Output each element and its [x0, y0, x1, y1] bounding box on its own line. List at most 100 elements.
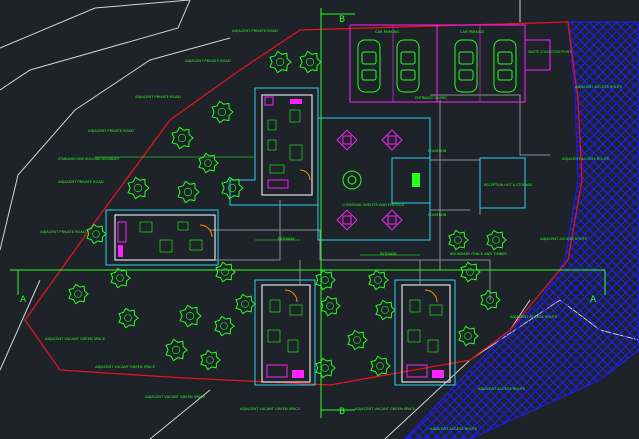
tree-icon: [200, 349, 221, 371]
tree-icon: [118, 307, 139, 329]
reception-label: RECEPTION HUT & STORAGE: [484, 183, 532, 187]
tree-icon: [86, 223, 107, 245]
car-icon: [357, 39, 381, 93]
adjacent-green-label: ADJACENT VACANT GREEN SPACE: [45, 337, 106, 341]
table-set-icon: [336, 129, 358, 151]
section-a-right-label: A: [590, 295, 597, 305]
tree-icon: [315, 269, 336, 291]
adjacent-road-label: ADJACENT PRIVATE ROAD: [58, 180, 104, 184]
table-set-icon: [381, 209, 403, 231]
boundary-fence-label: BOUNDARY FENCE AND TIMBER: [450, 252, 507, 256]
tree-icon: [68, 283, 89, 305]
tree-trunk-icon: [183, 187, 193, 197]
adjacent-road-label: ADJACENT PRIVATE ROAD: [40, 230, 86, 234]
table-set-icon: [336, 209, 358, 231]
tree-trunk-icon: [116, 274, 124, 282]
communal-area: COMMUNAL SHELTER AND PERGOLA FOUNTAIN FO…: [317, 117, 447, 241]
adjacent-road-label: ADJACENT PRIVATE ROAD: [135, 95, 181, 99]
pathway-label: PATHWAY: [380, 252, 398, 256]
tree-trunk-icon: [305, 57, 315, 67]
fountain-label: FOUNTAIN: [428, 149, 447, 153]
unit-top: [229, 87, 319, 206]
tree-trunk-icon: [204, 159, 212, 167]
section-line-b: B B: [320, 8, 355, 418]
unit-bottom-right: [394, 279, 456, 386]
adjacent-green-label: ADJACENT VACANT GREEN SPACE: [145, 395, 206, 399]
communal-area-label: COMMUNAL SHELTER AND PERGOLA: [342, 203, 404, 207]
tree-trunk-icon: [275, 57, 285, 67]
adjacent-access-label: ADJACENT ACCESS ROUTE: [510, 315, 558, 319]
car-icon: [396, 39, 420, 93]
access-route-hatch: [404, 21, 639, 439]
tree-icon: [458, 325, 479, 347]
adjacent-road-label: ADJACENT PRIVATE ROAD: [88, 129, 134, 133]
adjacent-green-label: ADJACENT VACANT GREEN SPACE: [95, 365, 156, 369]
tree-trunk-icon: [221, 268, 229, 276]
tree-trunk-icon: [464, 332, 472, 340]
tree-trunk-icon: [185, 311, 195, 321]
tree-trunk-icon: [454, 236, 462, 244]
tree-icon: [171, 126, 194, 150]
tree-trunk-icon: [217, 107, 227, 117]
tree-trunk-icon: [133, 183, 143, 193]
tree-group: [68, 50, 507, 379]
unit-bottom-centre: [254, 279, 316, 386]
tree-icon: [165, 338, 188, 362]
tree-icon: [269, 50, 292, 74]
unit-left: STANDARD SIDE BUILDING BOUNDARY: [58, 157, 219, 266]
tree-trunk-icon: [326, 302, 334, 310]
tree-icon: [127, 176, 150, 200]
tree-trunk-icon: [492, 236, 500, 244]
tree-trunk-icon: [321, 364, 329, 372]
tree-icon: [211, 100, 234, 124]
pathways: [210, 94, 550, 300]
section-a-left-label: A: [20, 295, 27, 305]
tree-icon: [368, 269, 389, 291]
car-icon: [454, 39, 478, 93]
tree-trunk-icon: [321, 276, 329, 284]
fountain-label: FOUNTAIN: [428, 213, 447, 217]
car-icon: [493, 39, 517, 93]
reception-hut: RECEPTION HUT & STORAGE: [479, 157, 532, 209]
section-b-bottom-label: B: [339, 407, 345, 417]
adjacent-road-label: ADJACENT PRIVATE ROAD: [232, 29, 278, 33]
tree-icon: [214, 315, 235, 337]
tree-trunk-icon: [74, 290, 82, 298]
tree-trunk-icon: [376, 362, 384, 370]
tree-trunk-icon: [92, 230, 100, 238]
adjacent-access-label: ADJACENT ACCESS ROUTE: [478, 387, 526, 391]
parking-building-label: STANDARD SIDE BUILDING BOUNDARY: [58, 157, 119, 161]
tree-icon: [347, 329, 368, 351]
tree-trunk-icon: [381, 306, 389, 314]
tree-icon: [480, 289, 501, 311]
tree-trunk-icon: [177, 133, 187, 143]
tree-icon: [448, 229, 469, 251]
pathway-label: PATHWAY: [278, 237, 296, 241]
tree-trunk-icon: [241, 300, 249, 308]
tree-icon: [198, 152, 219, 174]
tree-icon: [375, 299, 396, 321]
annotations: PATHWAY PATHWAY BOUNDARY FENCE AND TIMBE…: [40, 29, 623, 431]
tree-trunk-icon: [486, 296, 494, 304]
tree-icon: [177, 180, 200, 204]
tree-icon: [299, 50, 322, 74]
adjacent-green-label: ADJACENT VACANT GREEN SPACE: [355, 407, 416, 411]
leader-lines: [95, 156, 420, 256]
tree-trunk-icon: [124, 314, 132, 322]
adjacent-access-label: ADJACENT ACCESS ROUTE: [430, 427, 478, 431]
car-parking-left-label: CAR PARKING: [375, 30, 400, 34]
tree-trunk-icon: [171, 345, 181, 355]
adjacent-access-label: ADJACENT ACCESS ROUTE: [562, 157, 610, 161]
site-boundary: [24, 21, 583, 386]
adjacent-road-label: ADJACENT PRIVATE ROAD: [185, 59, 231, 63]
car-parking-right-label: CAR PARKING: [460, 30, 485, 34]
tree-icon: [110, 267, 131, 289]
tree-icon: [315, 357, 336, 379]
tree-icon: [486, 229, 507, 251]
entrance-gate-label: ENTRANCE GUARD: [415, 96, 447, 100]
waste-collection-label: WASTE COLLECTION POINT: [528, 50, 571, 54]
tree-icon: [460, 261, 481, 283]
section-line-a: A A: [10, 269, 606, 305]
tree-trunk-icon: [466, 268, 474, 276]
